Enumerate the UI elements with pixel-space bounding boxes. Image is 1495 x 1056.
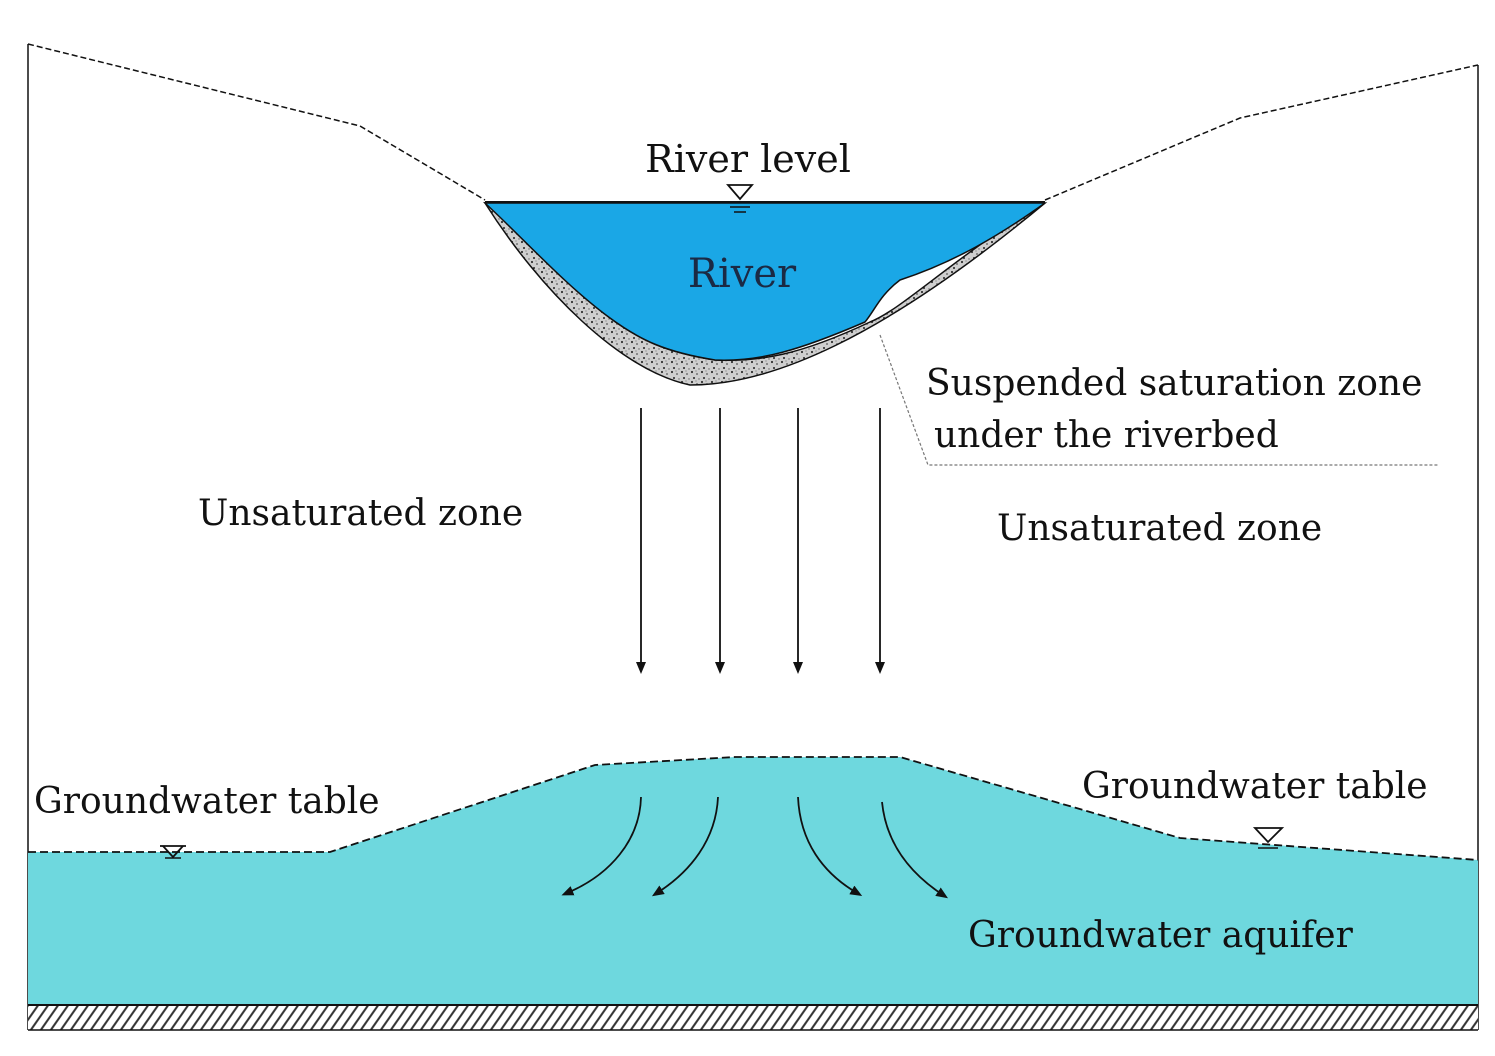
- aquifer-flow-arrow-4: [881, 801, 949, 899]
- impermeable-base-hatch: [28, 1005, 1478, 1030]
- suspended-zone-leader-line: [879, 334, 1438, 466]
- river-level-marker-icon: [726, 184, 754, 213]
- river-level-label: River level: [645, 137, 851, 181]
- aquifer-flow-arrow-3: [797, 796, 863, 897]
- groundwater-table-line: [28, 756, 1479, 861]
- groundwater-marker-left-icon: [160, 845, 186, 859]
- groundwater-table-left-label: Groundwater table: [34, 781, 380, 822]
- ground-surface-left: [27, 43, 486, 201]
- suspended-zone-label-line2: under the riverbed: [934, 415, 1279, 456]
- aquifer-flow-arrow-1: [561, 796, 642, 896]
- unsaturated-zone-left-label: Unsaturated zone: [198, 493, 523, 534]
- groundwater-aquifer-body: [28, 757, 1478, 1005]
- groundwater-table-right-label: Groundwater table: [1082, 766, 1428, 807]
- groundwater-marker-right-icon: [1252, 827, 1285, 849]
- groundwater-aquifer-label: Groundwater aquifer: [968, 915, 1354, 956]
- river-water: [483, 202, 1048, 361]
- river-label: River: [688, 251, 797, 297]
- suspended-zone-label-line1: Suspended saturation zone: [926, 363, 1422, 404]
- aquifer-flow-arrow-2: [651, 796, 719, 897]
- ground-surface-right: [1044, 64, 1479, 201]
- unsaturated-zone-right-label: Unsaturated zone: [997, 508, 1322, 549]
